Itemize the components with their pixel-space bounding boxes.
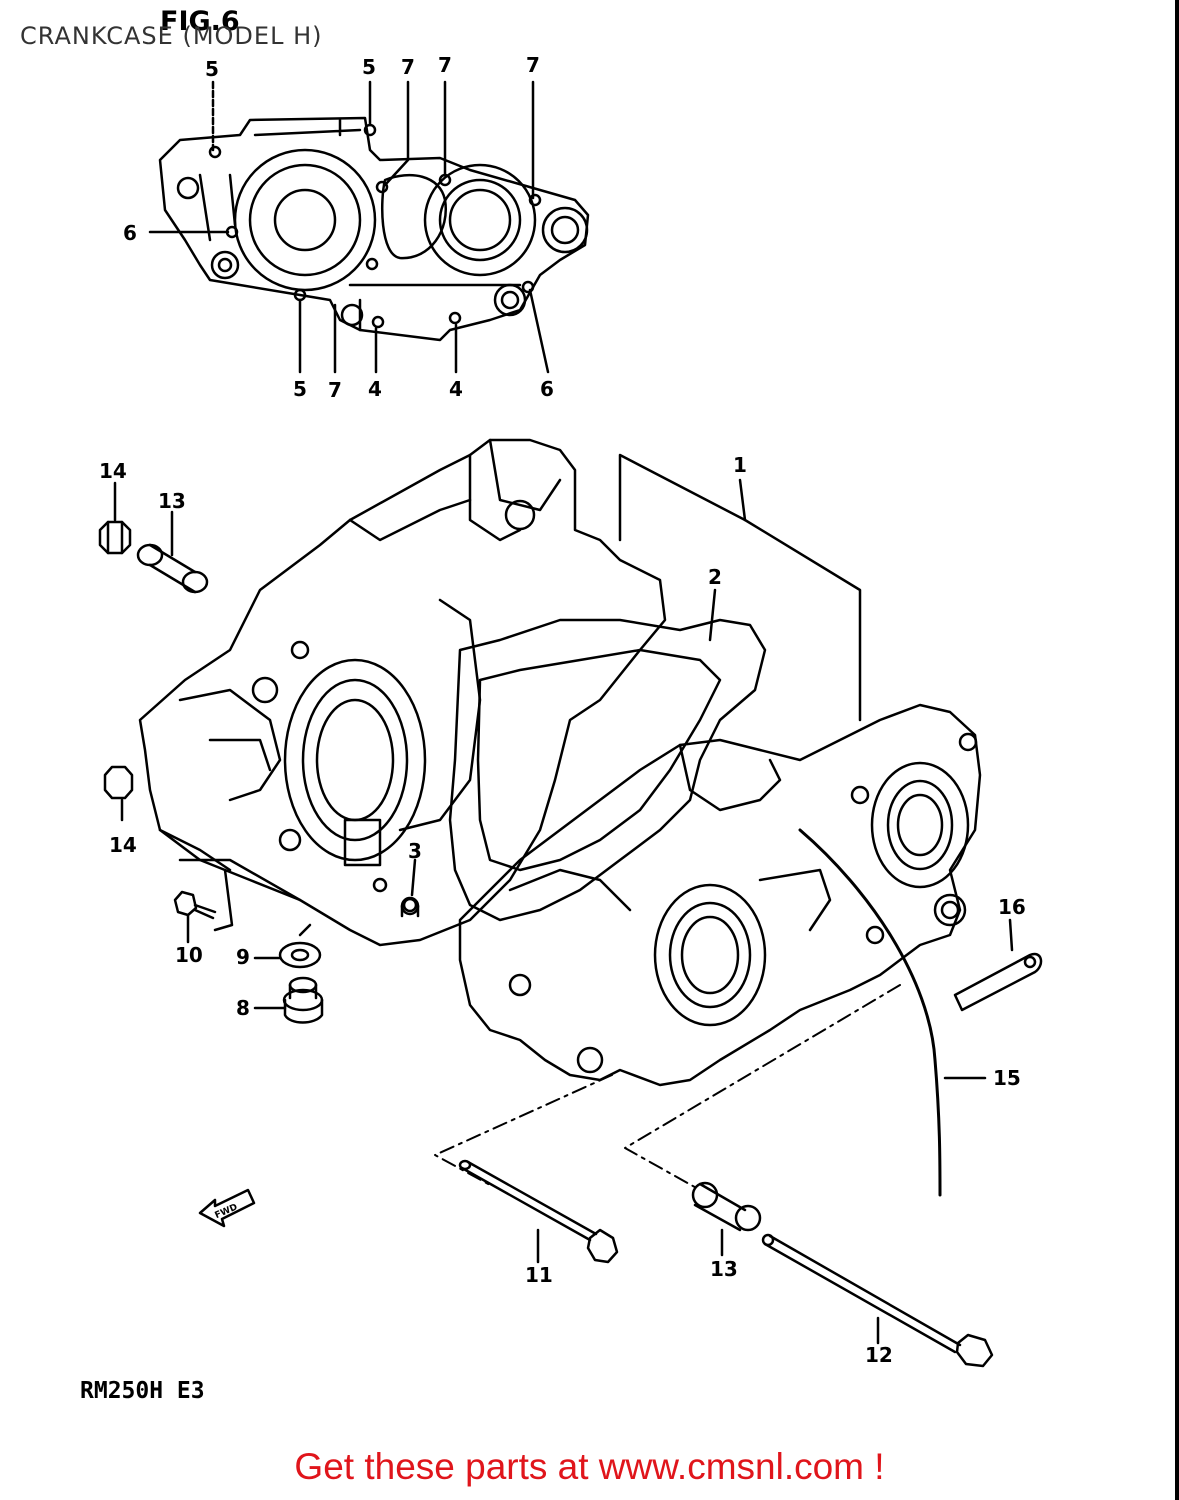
figure-number: FIG.6 [160, 6, 240, 37]
callout-7-d: 7 [328, 378, 342, 402]
callout-13-a: 13 [158, 489, 186, 513]
callout-14-a: 14 [99, 459, 127, 483]
part-14-nut-lower [103, 765, 134, 800]
part-13-dowel-lower [691, 1181, 762, 1232]
crankcase-inset-view [148, 80, 590, 374]
part-11-bolt [458, 1159, 619, 1264]
callout-16: 16 [998, 895, 1026, 919]
model-code: RM250H E3 [80, 1378, 205, 1404]
callout-4-b: 4 [449, 377, 463, 401]
callout-2: 2 [708, 565, 722, 589]
callout-1: 1 [733, 453, 747, 477]
callout-6-b: 6 [540, 377, 554, 401]
callout-12: 12 [865, 1343, 893, 1367]
crankcase-right-half [458, 703, 982, 1087]
part-14-nut-top [98, 520, 132, 555]
part-3-dowel [400, 896, 420, 918]
breather-hose [798, 828, 942, 1197]
callout-8: 8 [236, 996, 250, 1020]
part-8-drain-plug [282, 976, 324, 1024]
callout-11: 11 [525, 1263, 553, 1287]
part-13-dowel-top [136, 543, 209, 594]
callout-10: 10 [175, 943, 203, 967]
callout-7-c: 7 [526, 53, 540, 77]
callout-3: 3 [408, 839, 422, 863]
callout-14-b: 14 [109, 833, 137, 857]
diagram-title: CRANKCASE (MODEL H) [20, 22, 323, 50]
callout-15: 15 [993, 1066, 1021, 1090]
callout-7-a: 7 [401, 55, 415, 79]
part-16-clamp [953, 952, 1043, 1012]
part-12-bolt [761, 1233, 994, 1368]
callout-5-a: 5 [205, 57, 219, 81]
callout-13-b: 13 [710, 1257, 738, 1281]
callout-9: 9 [236, 945, 250, 969]
callout-5-b: 5 [362, 55, 376, 79]
callout-5-c: 5 [293, 377, 307, 401]
callout-4-a: 4 [368, 377, 382, 401]
footer-link-text[interactable]: Get these parts at www.cmsnl.com ! [294, 1446, 885, 1487]
crankcase-gasket [448, 618, 767, 922]
part-10-bolt [173, 890, 217, 920]
frame-border [1175, 0, 1179, 1500]
callout-7-b: 7 [438, 53, 452, 77]
fwd-arrow-shape [198, 1188, 256, 1228]
callout-6-a: 6 [123, 221, 137, 245]
crankcase-left-half [138, 438, 667, 947]
part-9-washer [278, 941, 322, 969]
